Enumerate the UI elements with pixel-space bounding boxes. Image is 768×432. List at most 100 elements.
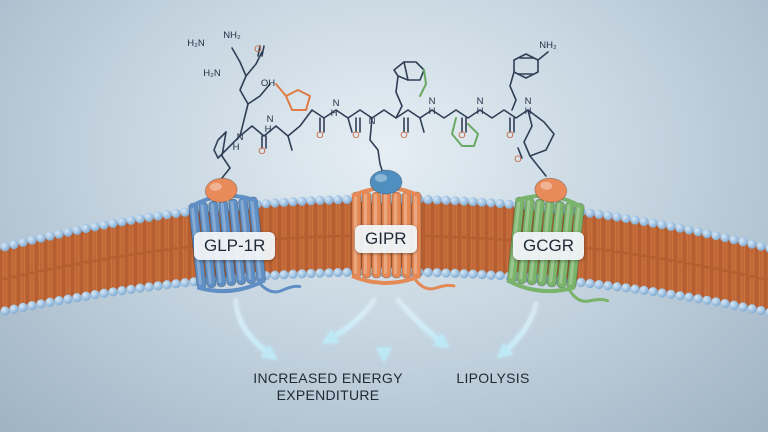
lipid-head bbox=[747, 239, 757, 249]
atom-label: O bbox=[316, 130, 323, 141]
arrow-head bbox=[322, 329, 339, 344]
lipid-head bbox=[630, 284, 640, 294]
receptor-label-glp1r: GLP-1R bbox=[194, 232, 276, 260]
lipid-head bbox=[270, 270, 280, 280]
lipid-head bbox=[693, 227, 703, 237]
lipid-head bbox=[126, 284, 136, 294]
lipid-head bbox=[306, 196, 316, 206]
lipid-head bbox=[162, 280, 172, 290]
outcome-increased-energy-expenditure: INCREASED ENERGY EXPENDITURE bbox=[228, 370, 428, 404]
bond bbox=[239, 61, 249, 137]
lipid-head bbox=[684, 225, 694, 235]
arrow-shaft bbox=[325, 297, 377, 343]
arrow-head bbox=[433, 333, 450, 348]
lipid-head bbox=[54, 296, 64, 306]
receptor-bound-ligand bbox=[204, 177, 238, 203]
lipid-head bbox=[54, 229, 64, 239]
lipid-head bbox=[63, 294, 73, 304]
lipid-head bbox=[468, 269, 478, 279]
ligand-highlight bbox=[375, 174, 387, 182]
bond bbox=[369, 117, 385, 177]
signal-arrow-3 bbox=[376, 297, 392, 363]
lipid-head bbox=[657, 288, 667, 298]
lipid-head bbox=[117, 217, 127, 227]
lipid-head bbox=[738, 302, 748, 312]
lipid-head bbox=[36, 299, 46, 309]
lipid-head bbox=[756, 305, 766, 316]
lipid-head bbox=[153, 211, 163, 221]
lipid-head bbox=[171, 208, 181, 218]
lipid-head bbox=[126, 215, 136, 225]
atom-label: NH₂ bbox=[539, 40, 557, 51]
lipid-head bbox=[432, 195, 442, 205]
lipid-head bbox=[729, 300, 739, 310]
lipid-head bbox=[189, 277, 199, 287]
atom-label: O bbox=[258, 146, 265, 157]
lipid-head bbox=[657, 220, 667, 230]
bond bbox=[523, 109, 555, 157]
lipid-head bbox=[333, 195, 343, 205]
receptor-tail bbox=[257, 281, 302, 294]
atom-label: O bbox=[352, 130, 359, 141]
lipid-head bbox=[135, 214, 145, 224]
lipid-head bbox=[603, 281, 613, 291]
lipid-head bbox=[288, 197, 298, 207]
lipid-head bbox=[153, 281, 163, 291]
atom-label: H bbox=[265, 124, 272, 135]
receptor-tail bbox=[412, 276, 456, 291]
lipid-head bbox=[468, 197, 478, 207]
receptor-tail bbox=[567, 287, 610, 303]
lipid-head bbox=[180, 207, 190, 217]
signal-arrow-5 bbox=[496, 301, 539, 359]
lipid-head bbox=[72, 292, 82, 303]
lipid-head bbox=[450, 196, 460, 206]
receptor-bound-ligand bbox=[369, 169, 403, 195]
lipid-head bbox=[702, 295, 712, 305]
lipid-head bbox=[81, 223, 91, 234]
lipid-head bbox=[621, 283, 631, 293]
lipid-head bbox=[45, 231, 55, 241]
lipid-head bbox=[450, 268, 460, 278]
lipid-head bbox=[639, 285, 649, 295]
lipid-head bbox=[477, 197, 487, 207]
lipid-head bbox=[108, 218, 118, 229]
lipid-head bbox=[765, 244, 768, 253]
lipid-head bbox=[432, 268, 442, 278]
outcome-energy-line1: INCREASED ENERGY bbox=[253, 370, 403, 386]
lipid-head bbox=[63, 227, 73, 237]
lipid-head bbox=[162, 210, 172, 220]
lipid-head bbox=[729, 235, 739, 245]
bond bbox=[245, 51, 263, 77]
lipid-head bbox=[693, 294, 703, 304]
atom-label: H bbox=[331, 108, 338, 119]
atom-label: H bbox=[429, 106, 436, 117]
signal-arrow-1 bbox=[233, 297, 278, 360]
lipid-head bbox=[612, 282, 622, 292]
lipid-head bbox=[0, 242, 10, 252]
lipid-head bbox=[0, 306, 10, 316]
arrow-head bbox=[496, 343, 513, 359]
arrow-head bbox=[261, 345, 278, 360]
bond bbox=[393, 61, 425, 81]
lipid-head bbox=[495, 271, 505, 281]
ligand-highlight bbox=[209, 182, 222, 191]
lipid-head bbox=[666, 221, 676, 231]
bond bbox=[213, 131, 227, 159]
bond bbox=[395, 75, 403, 119]
lipid-head bbox=[9, 239, 19, 250]
lipid-head bbox=[144, 282, 154, 292]
lipid-head bbox=[99, 288, 109, 298]
signal-arrow-2 bbox=[322, 297, 377, 344]
bond bbox=[275, 83, 287, 97]
bond bbox=[257, 45, 261, 57]
lipid-head bbox=[756, 241, 766, 251]
atom-label: OH bbox=[261, 78, 275, 89]
lipid-head bbox=[612, 212, 622, 222]
lipid-head bbox=[342, 267, 352, 277]
lipid-head bbox=[45, 297, 55, 307]
lipid-head bbox=[279, 270, 289, 280]
lipid-head bbox=[585, 208, 595, 218]
